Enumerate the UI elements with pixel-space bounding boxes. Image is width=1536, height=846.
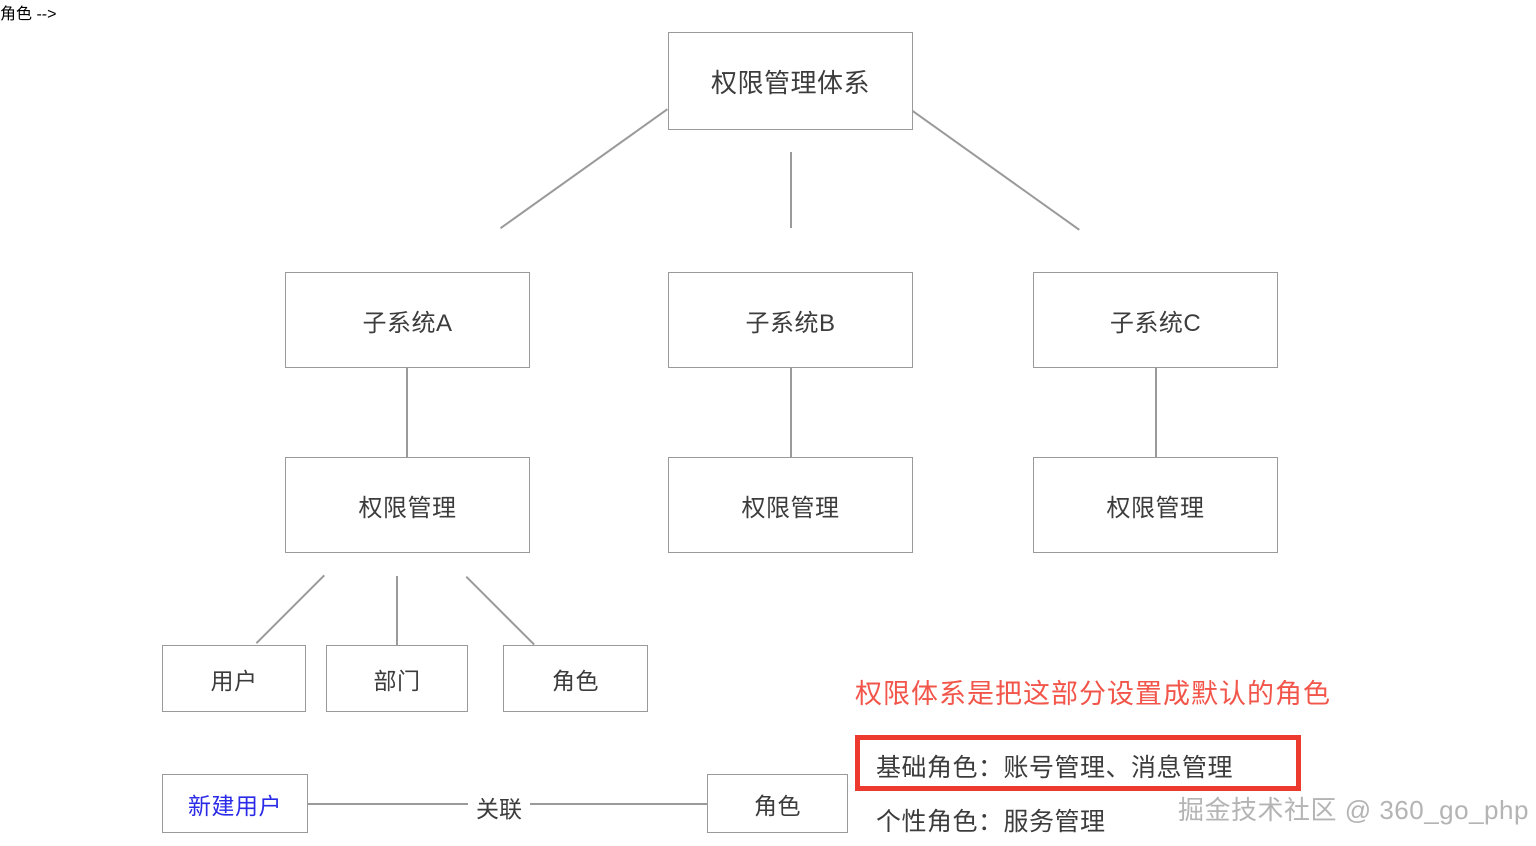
node-label: 权限管理体系: [710, 67, 870, 98]
node-label: 权限管理: [741, 494, 840, 522]
node-role[interactable]: 角色: [503, 645, 648, 712]
node-label: 部门: [373, 667, 421, 694]
node-role-related[interactable]: 角色: [707, 774, 848, 833]
node-new-user[interactable]: 新建用户: [162, 774, 308, 833]
node-subsystem-b[interactable]: 子系统B: [668, 272, 913, 368]
node-permission-management-c[interactable]: 权限管理: [1033, 457, 1278, 553]
annotation-note: 权限体系是把这部分设置成默认的角色: [855, 679, 1331, 709]
node-label: 权限管理: [1106, 494, 1205, 522]
watermark: 掘金技术社区 @ 360_go_php: [1178, 795, 1529, 825]
connector-permission-to-department: [396, 576, 398, 645]
node-label: 权限管理: [358, 494, 457, 522]
connector-root-to-subsystemB: [790, 152, 792, 228]
connector-root-to-subsystemC: [912, 110, 1080, 231]
highlight-box: [855, 735, 1301, 791]
custom-role-text: 个性角色：服务管理: [876, 808, 1106, 836]
node-permission-management-a[interactable]: 权限管理: [285, 457, 530, 553]
node-label: 子系统C: [1109, 309, 1202, 337]
node-permission-system[interactable]: 权限管理体系: [668, 32, 913, 130]
connector-subsystemB-to-permissionB: [790, 368, 792, 457]
edge-label-association: 关联: [468, 790, 530, 824]
connector-subsystemA-to-permissionA: [406, 368, 408, 457]
node-subsystem-a[interactable]: 子系统A: [285, 272, 530, 368]
node-user[interactable]: 用户: [162, 645, 306, 712]
node-label: 子系统A: [362, 309, 453, 337]
node-label: 角色: [552, 667, 599, 694]
node-subsystem-c[interactable]: 子系统C: [1033, 272, 1278, 368]
node-label: 角色: [754, 792, 801, 819]
node-label: 用户: [210, 667, 258, 694]
connector-permission-to-user: [256, 574, 325, 644]
connector-subsystemC-to-permissionC: [1155, 368, 1157, 457]
connector-root-to-subsystemA: [500, 108, 668, 230]
basic-role-text: 基础角色：账号管理、消息管理: [876, 754, 1234, 782]
node-permission-management-b[interactable]: 权限管理: [668, 457, 913, 553]
node-label: 子系统B: [745, 309, 836, 337]
connector-permission-to-role: [465, 576, 535, 645]
node-label: 新建用户: [188, 792, 282, 819]
node-department[interactable]: 部门: [326, 645, 468, 712]
